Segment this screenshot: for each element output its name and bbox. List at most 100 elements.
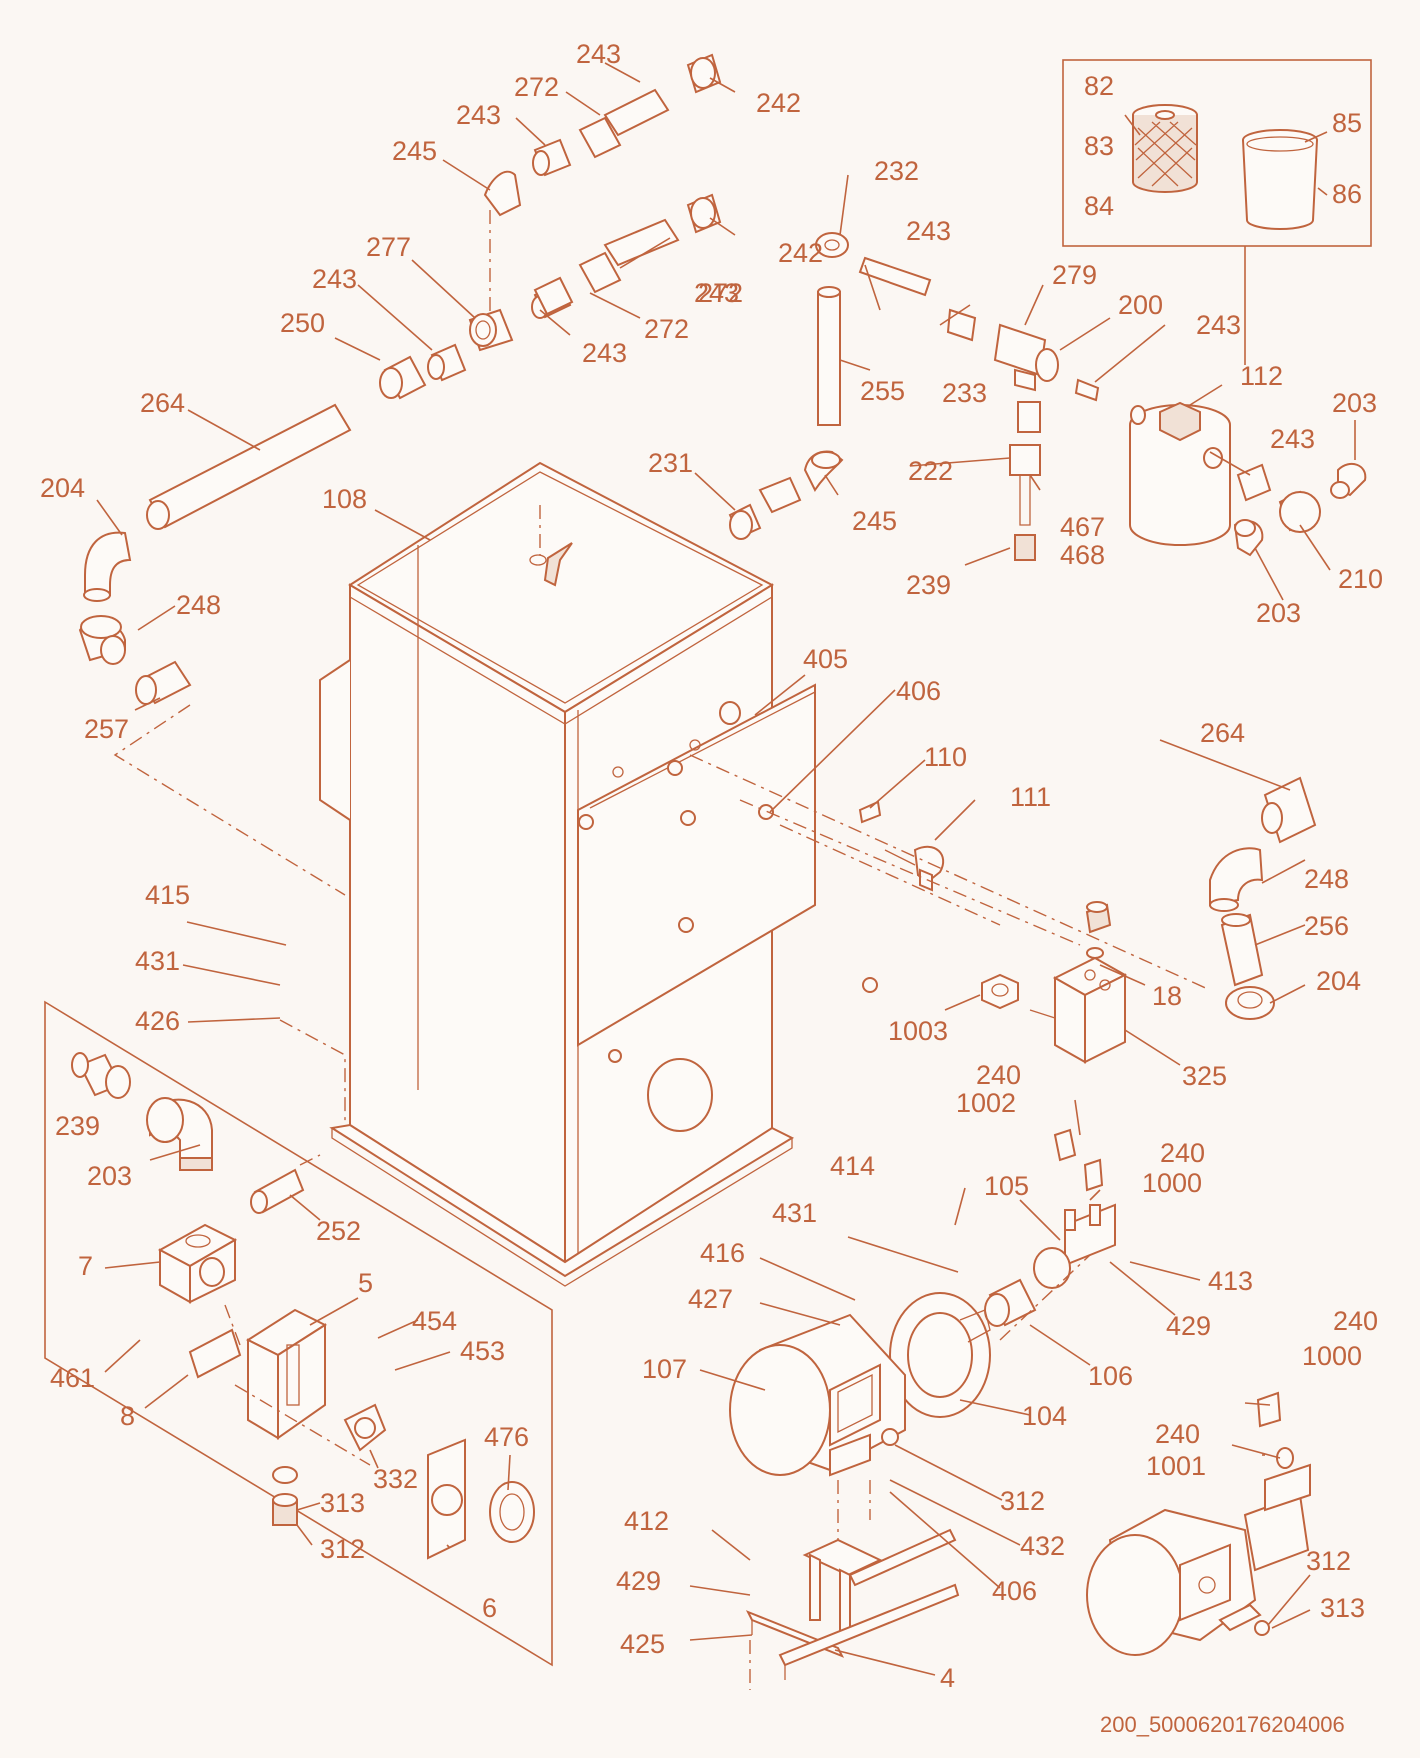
part-number-label: 243: [694, 278, 739, 308]
part-number-label: 105: [984, 1171, 1029, 1201]
part-number-label: 429: [616, 1566, 661, 1596]
part-number-label: 6: [482, 1593, 497, 1623]
part-number-label: 405: [803, 644, 848, 674]
electrical-panel-frame: [44, 1000, 553, 1667]
part-number-label: 82: [1084, 71, 1114, 101]
coupling-106: [984, 1278, 1037, 1327]
switch-332: [343, 1403, 387, 1452]
flange-104: [889, 1292, 991, 1418]
part-number-label: 264: [1200, 718, 1245, 748]
leader-lines: [96, 62, 1356, 1676]
part-number-label: 313: [320, 1488, 365, 1518]
part-number-label: 312: [1000, 1486, 1045, 1516]
part-number-label: 203: [1256, 598, 1301, 628]
part-number-label: 279: [1052, 260, 1097, 290]
part-number-label: 204: [1316, 966, 1361, 996]
part-number-label: 242: [778, 238, 823, 268]
part-number-label: 453: [460, 1336, 505, 1366]
part-number-label: 332: [373, 1464, 418, 1494]
plate-6: [427, 1438, 535, 1560]
sensor-110-111: [858, 800, 945, 892]
part-number-label: 248: [176, 590, 221, 620]
part-number-label: 461: [50, 1363, 95, 1393]
part-number-label: 240: [976, 1060, 1021, 1090]
filter-112: [1129, 401, 1231, 546]
part-number-label: 406: [896, 676, 941, 706]
part-number-label: 200: [1118, 290, 1163, 320]
part-number-label: 232: [874, 156, 919, 186]
part-number-label: 426: [135, 1006, 180, 1036]
part-number-label: 257: [84, 714, 129, 744]
filter-kit-box: [1062, 59, 1372, 365]
part-number-label: 243: [456, 100, 501, 130]
part-number-label: 108: [322, 484, 367, 514]
nipple-252: [250, 1168, 305, 1214]
part-number-label: 468: [1060, 540, 1105, 570]
part-number-label: 425: [620, 1629, 665, 1659]
pump-assembly-alt: [1086, 1391, 1311, 1656]
frame-4: [745, 1528, 960, 1680]
part-number-label: 252: [316, 1216, 361, 1246]
part-number-label: 467: [1060, 512, 1105, 542]
solenoid-325: [981, 901, 1128, 1064]
part-number-label: 1003: [888, 1016, 948, 1046]
part-number-label: 432: [1020, 1531, 1065, 1561]
junction-box-7: [157, 1223, 238, 1304]
drawing-code: 200_5000620176204006: [1100, 1712, 1345, 1737]
part-number-label: 431: [772, 1198, 817, 1228]
part-number-label: 277: [366, 232, 411, 262]
part-number-label: 239: [55, 1111, 100, 1141]
part-number-label: 414: [830, 1151, 875, 1181]
part-number-label: 243: [1270, 424, 1315, 454]
part-number-label: 112: [1240, 361, 1283, 391]
part-number-label: 233: [942, 378, 987, 408]
part-number-label: 240: [1160, 1138, 1205, 1168]
part-number-label: 110: [924, 742, 967, 772]
pump-105: [1033, 1128, 1116, 1289]
connection-lines: [113, 210, 1211, 1690]
part-number-label: 1000: [1302, 1341, 1362, 1371]
part-number-label: 85: [1332, 108, 1362, 138]
part-number-label: 231: [648, 448, 693, 478]
right-upper-pipe: [858, 256, 1100, 561]
part-number-label: 106: [1088, 1361, 1133, 1391]
part-number-label: 272: [514, 72, 559, 102]
part-number-label: 312: [1306, 1546, 1351, 1576]
part-number-label: 210: [1338, 564, 1383, 594]
part-number-label: 83: [1084, 131, 1114, 161]
electrical-box-5: [188, 1308, 328, 1526]
elbow-203-left: [71, 1052, 213, 1171]
part-number-label: 429: [1166, 1311, 1211, 1341]
part-number-label: 406: [992, 1576, 1037, 1606]
part-number-label: 1002: [956, 1088, 1016, 1118]
part-number-label: 4: [940, 1663, 955, 1693]
part-number-label: 243: [576, 39, 621, 69]
part-number-label: 5: [358, 1268, 373, 1298]
part-number-label: 454: [412, 1306, 457, 1336]
part-number-label: 255: [860, 376, 905, 406]
part-number-label: 204: [40, 473, 85, 503]
motor-107: [729, 1313, 906, 1477]
part-number-label: 243: [312, 264, 357, 294]
cabinet-108: [319, 461, 878, 1287]
filter-fittings: [1233, 462, 1367, 557]
part-number-label: 272: [644, 314, 689, 344]
part-number-label: 111: [1010, 782, 1051, 812]
part-number-label: 248: [1304, 864, 1349, 894]
part-number-label: 203: [87, 1161, 132, 1191]
part-number-label: 107: [642, 1354, 687, 1384]
upper-pipe-left: [78, 170, 572, 705]
part-number-label: 243: [582, 338, 627, 368]
part-number-label: 242: [756, 88, 801, 118]
part-number-label: 431: [135, 946, 180, 976]
part-number-label: 413: [1208, 1266, 1253, 1296]
part-number-label: 313: [1320, 1593, 1365, 1623]
part-number-label: 86: [1332, 179, 1362, 209]
part-number-label: 8: [120, 1401, 135, 1431]
part-number-label: 18: [1152, 981, 1182, 1011]
part-number-label: 325: [1182, 1061, 1227, 1091]
part-number-label: 243: [1196, 310, 1241, 340]
